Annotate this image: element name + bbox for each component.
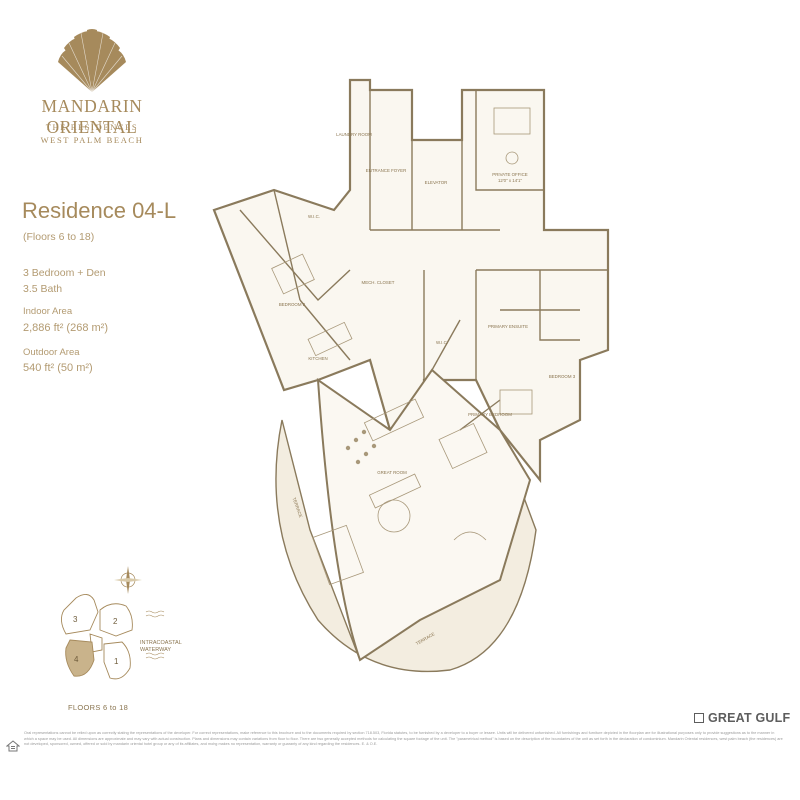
brand-subtitle-residences: THE RESIDENCES <box>45 122 139 132</box>
label-bedroom-2: BEDROOM 2 <box>279 302 306 307</box>
keyplan-unit-2 <box>99 603 133 637</box>
label-mech-closet: MECH. CLOSET <box>362 280 395 285</box>
label-kitchen: KITCHEN <box>308 356 327 361</box>
bedroom-count: 3 Bedroom + Den <box>23 267 106 279</box>
keyplan-unit-4-label: 4 <box>74 655 79 664</box>
label-entrance: ENTRANCE FOYER <box>366 168 407 173</box>
indoor-area-label: Indoor Area <box>23 306 73 317</box>
label-office-dims: 12'0" x 14'1" <box>498 178 523 183</box>
key-plan: 3 2 4 1 <box>61 594 165 680</box>
label-elevator: ELEVATOR <box>425 180 448 185</box>
label-private-office: PRIVATE OFFICE <box>492 172 528 177</box>
label-terrace: TERRACE <box>291 497 303 518</box>
label-great-room: GREAT ROOM <box>377 470 407 475</box>
brand-subtitle-location: WEST PALM BEACH <box>40 135 144 145</box>
keyplan-unit-1-label: 1 <box>114 657 119 666</box>
keyplan-unit-4-highlight <box>65 639 95 677</box>
legal-disclaimer: Oral representations cannot be relied up… <box>24 731 783 747</box>
great-room-wall <box>316 368 532 662</box>
keyplan-unit-2-label: 2 <box>113 617 118 626</box>
indoor-area-value: 2,886 ft² (268 m²) <box>23 322 108 334</box>
label-primary-ensuite: PRIMARY ENSUITE <box>488 324 528 329</box>
outdoor-area-value: 540 ft² (50 m²) <box>23 362 93 374</box>
bathroom-count: 3.5 Bath <box>23 283 63 295</box>
equal-housing-icon <box>6 740 20 752</box>
keyplan-unit-3-label: 3 <box>73 615 78 624</box>
label-primary-bedroom: PRIMARY BEDROOM <box>468 412 512 417</box>
compass-icon <box>114 566 142 594</box>
keyplan-caption: FLOORS 6 to 18 <box>68 703 129 712</box>
great-gulf-mark-icon <box>694 713 704 723</box>
fan-logo-icon <box>58 29 126 93</box>
developer-name: GREAT GULF <box>708 711 791 725</box>
terrace-area <box>275 419 537 673</box>
residence-floors: (Floors 6 to 18) <box>23 231 95 243</box>
keyplan-unit-3 <box>61 594 99 635</box>
label-bedroom-3: BEDROOM 3 <box>549 374 576 379</box>
label-laundry: LAUNDRY ROOM <box>336 132 372 137</box>
keyplan-unit-1 <box>103 641 131 680</box>
waterway-label: INTRACOASTAL WATERWAY <box>140 640 182 653</box>
outdoor-area-label: Outdoor Area <box>23 347 80 358</box>
developer-logo: GREAT GULF <box>694 711 790 725</box>
label-wic-2: W.I.C. <box>436 340 448 345</box>
floor-plan: LAUNDRY ROOM ENTRANCE FOYER ELEVATOR PRI… <box>212 78 610 673</box>
brand-name: MANDARIN ORIENTAL <box>41 96 143 137</box>
label-wic: W.I.C. <box>308 214 320 219</box>
residence-title: Residence 04-L <box>22 198 177 223</box>
